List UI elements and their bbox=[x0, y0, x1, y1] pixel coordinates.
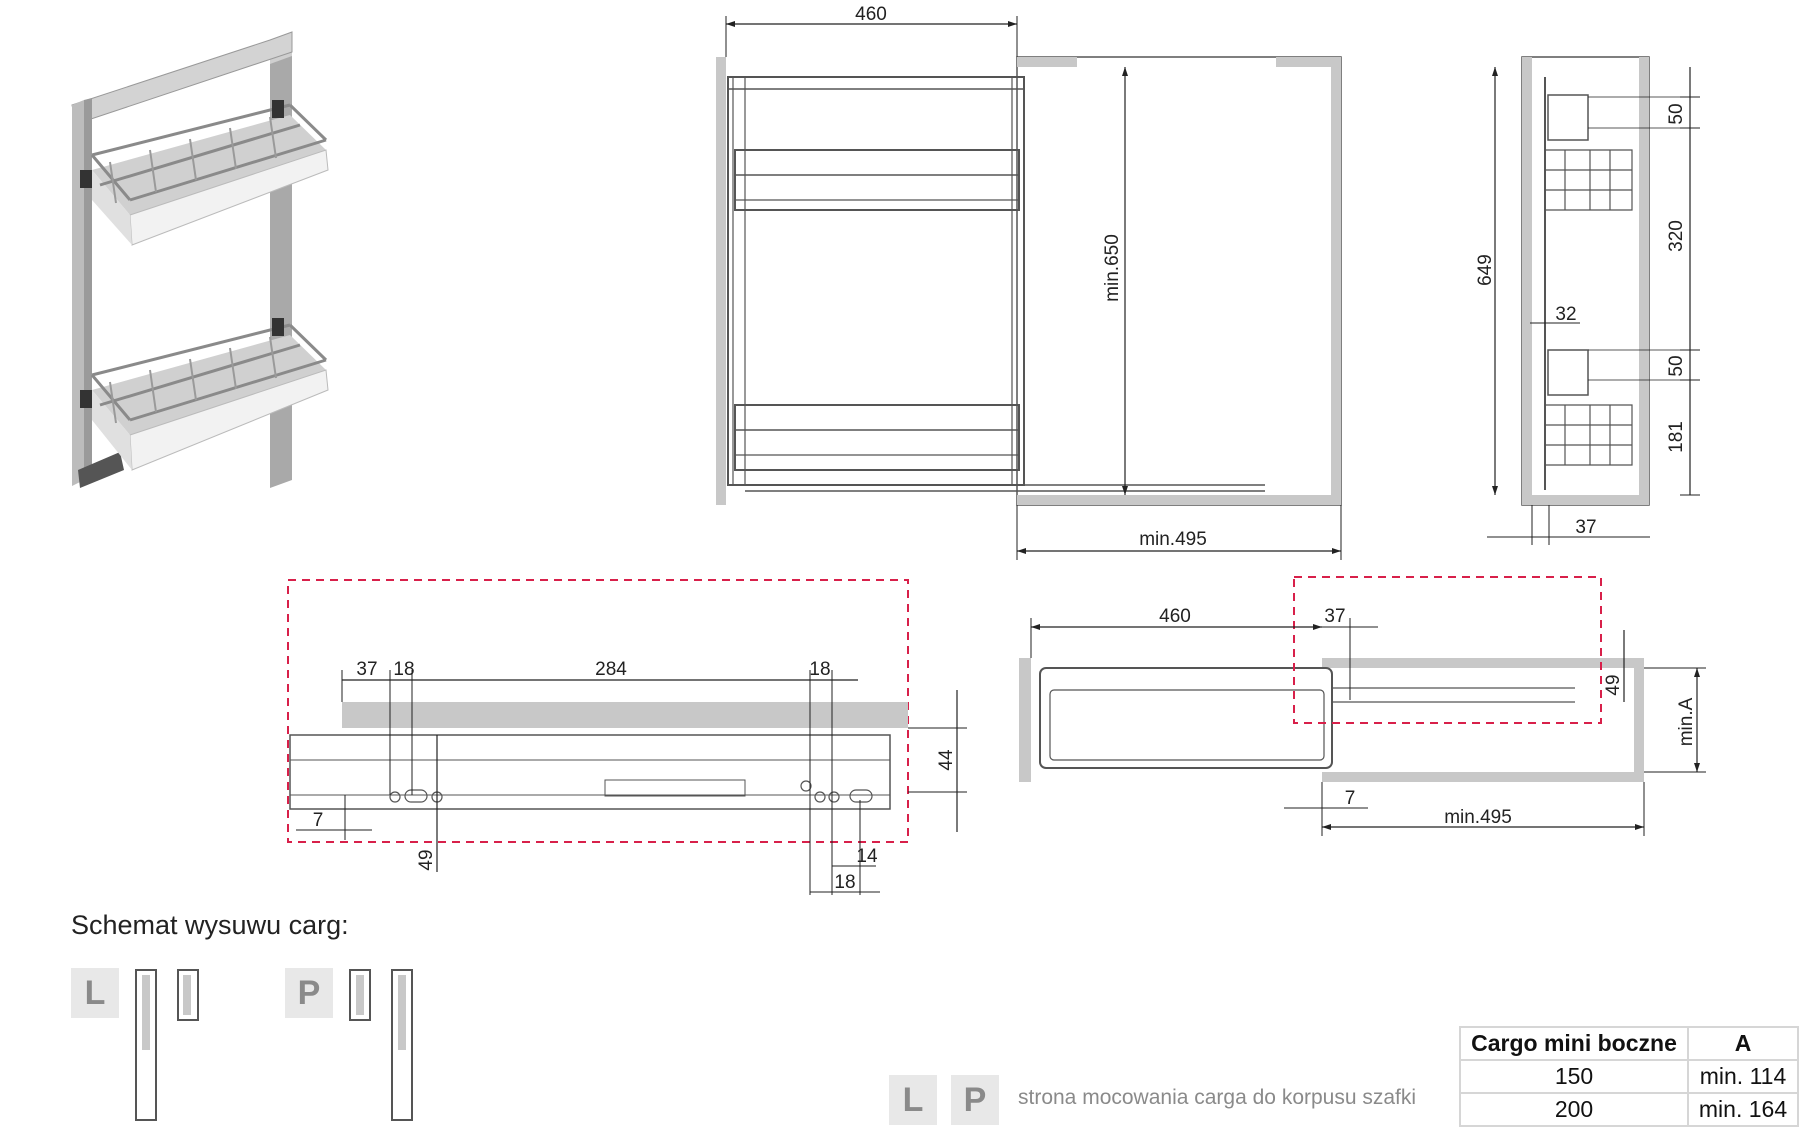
dim-detail-18a: 18 bbox=[393, 659, 414, 680]
table-row: 150 min. 114 bbox=[1459, 1059, 1799, 1094]
product-illustration bbox=[71, 31, 329, 488]
dim-detail-14: 14 bbox=[856, 846, 878, 867]
spec-cell: 150 bbox=[1459, 1059, 1689, 1094]
dim-front-width: 460 bbox=[855, 4, 887, 25]
badge-right: P bbox=[285, 968, 333, 1018]
runner-detail: 37 18 284 18 44 7 49 14 18 bbox=[287, 579, 967, 895]
dim-side-shelf-gap: 320 bbox=[1666, 220, 1687, 252]
dim-top-49: 49 bbox=[1603, 674, 1624, 695]
front-view: 460 min.650 min.495 bbox=[716, 4, 1342, 560]
dim-side-width: 37 bbox=[1575, 517, 1596, 538]
legend-text: strona mocowania carga do korpusu szafki bbox=[1018, 1086, 1417, 1109]
spec-header-row: Cargo mini boczne A bbox=[1459, 1026, 1799, 1061]
spec-header-2: A bbox=[1687, 1026, 1799, 1061]
dim-top-width: 460 bbox=[1159, 606, 1191, 627]
dim-detail-37: 37 bbox=[356, 659, 377, 680]
dim-detail-284: 284 bbox=[595, 659, 627, 680]
spec-cell: 200 bbox=[1459, 1092, 1689, 1127]
table-row: 200 min. 164 bbox=[1459, 1092, 1799, 1127]
spec-table: Cargo mini boczne A 150 min. 114 200 min… bbox=[1459, 1026, 1799, 1127]
dim-top-min495: min.495 bbox=[1444, 807, 1512, 828]
spec-cell: min. 114 bbox=[1687, 1059, 1799, 1094]
dim-top-7: 7 bbox=[1345, 788, 1356, 809]
dim-side-bottom: 181 bbox=[1666, 421, 1687, 453]
dim-detail-49: 49 bbox=[416, 849, 437, 870]
dim-side-offset: 32 bbox=[1555, 304, 1576, 325]
dim-detail-18c: 18 bbox=[834, 872, 855, 893]
spec-cell: min. 164 bbox=[1687, 1092, 1799, 1127]
dim-top-37: 37 bbox=[1324, 606, 1345, 627]
schema-illustration bbox=[135, 969, 413, 1121]
schema-title: Schemat wysuwu carg: bbox=[71, 910, 349, 940]
dim-detail-18b: 18 bbox=[809, 659, 830, 680]
dim-top-minA: min.A bbox=[1676, 697, 1697, 746]
badge-left: L bbox=[71, 968, 119, 1018]
spec-header-1: Cargo mini boczne bbox=[1459, 1026, 1689, 1061]
dim-side-top-gap: 50 bbox=[1666, 103, 1687, 124]
dim-detail-7: 7 bbox=[313, 810, 324, 831]
dim-front-depth: min.495 bbox=[1139, 529, 1207, 550]
dim-side-mid-gap: 50 bbox=[1666, 355, 1687, 376]
legend-badge-left: L bbox=[889, 1075, 937, 1125]
dim-front-height: min.650 bbox=[1102, 234, 1123, 302]
top-view: 460 37 49 min.A 7 min.495 bbox=[1019, 576, 1706, 836]
side-view: 649 50 320 50 181 32 37 bbox=[1475, 56, 1700, 545]
legend-badge-right: P bbox=[951, 1075, 999, 1125]
dim-side-height: 649 bbox=[1475, 254, 1496, 286]
dim-detail-44: 44 bbox=[936, 749, 957, 771]
